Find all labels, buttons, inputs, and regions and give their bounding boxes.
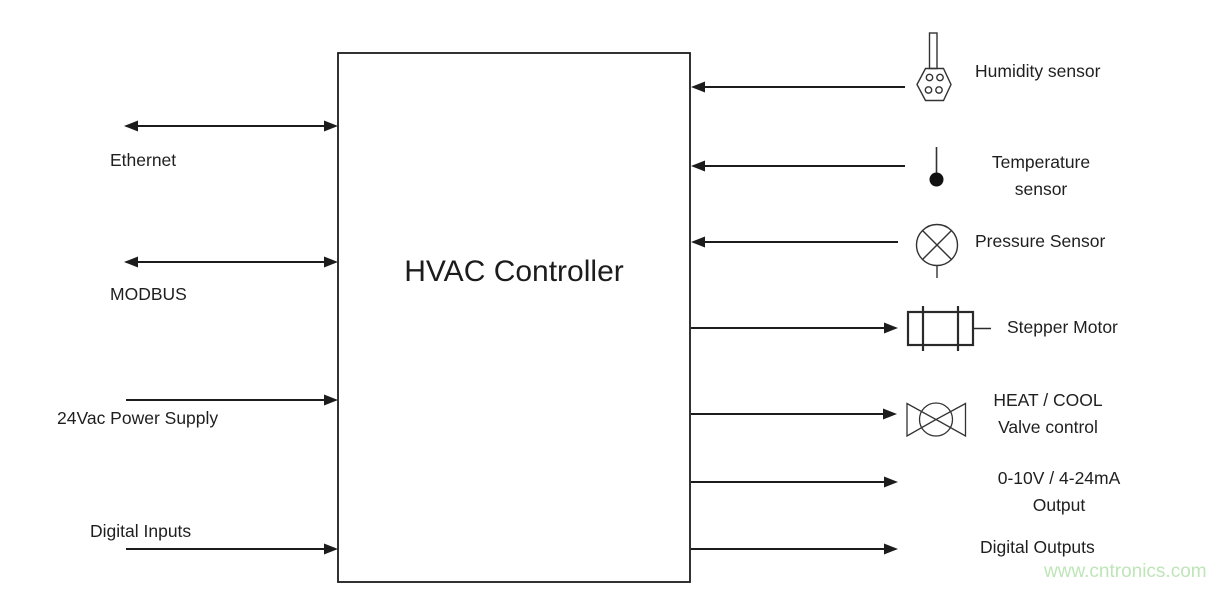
valve-icon bbox=[906, 402, 967, 438]
pressure-arrowhead bbox=[691, 236, 705, 248]
stepper-motor-label: Stepper Motor bbox=[1007, 317, 1118, 337]
valve-icon-circle bbox=[918, 402, 954, 437]
digital-inputs-arrowhead bbox=[324, 543, 338, 555]
temperature-sensor-arrow bbox=[691, 160, 905, 172]
pressure-sensor-label: Pressure Sensor bbox=[975, 231, 1106, 251]
power-supply-arrowhead bbox=[324, 394, 338, 406]
humidity-icon-hexagon bbox=[916, 67, 952, 102]
valve-control-label: HEAT / COOL Valve control bbox=[973, 387, 1123, 440]
pressure-sensor-icon bbox=[915, 223, 959, 278]
valve-control-label-line2: Valve control bbox=[998, 416, 1098, 437]
digital-outputs-arrow bbox=[691, 543, 898, 555]
stepper-arrowhead bbox=[884, 322, 898, 334]
modbus-arrowhead-right bbox=[324, 256, 338, 268]
humidity-sensor-label: Humidity sensor bbox=[975, 61, 1101, 81]
digital-outputs-label: Digital Outputs bbox=[980, 537, 1095, 557]
digital-inputs-label: Digital Inputs bbox=[90, 521, 192, 541]
modbus-label: MODBUS bbox=[110, 284, 187, 304]
digital-outputs-arrowhead bbox=[884, 543, 898, 555]
humidity-icon-hole bbox=[936, 73, 944, 82]
humidity-sensor-icon bbox=[916, 32, 952, 102]
modbus-arrowhead-left bbox=[124, 256, 138, 268]
humidity-sensor-arrow bbox=[691, 81, 905, 93]
temperature-sensor-label: Temperature sensor bbox=[961, 149, 1121, 202]
controller-title: HVAC Controller bbox=[404, 255, 624, 288]
watermark: www.cntronics.com bbox=[1044, 561, 1207, 582]
ethernet-arrowhead-left bbox=[124, 120, 138, 132]
temperature-arrowhead bbox=[691, 160, 705, 172]
temperature-sensor-label-line2: sensor bbox=[1014, 178, 1068, 199]
modbus-arrow bbox=[124, 256, 338, 268]
humidity-arrowhead bbox=[691, 81, 705, 93]
temperature-sensor-icon bbox=[929, 147, 944, 187]
valve-icon-right-triangle bbox=[934, 402, 967, 438]
power-supply-arrow bbox=[126, 394, 338, 406]
humidity-icon-stem bbox=[928, 32, 938, 70]
humidity-icon-hole bbox=[924, 86, 933, 94]
temperature-icon-bulb bbox=[929, 172, 944, 187]
power-supply-label: 24Vac Power Supply bbox=[57, 408, 219, 428]
humidity-icon-hole bbox=[935, 86, 943, 94]
ethernet-arrowhead-right bbox=[324, 120, 338, 132]
ethernet-arrow bbox=[124, 120, 338, 132]
pressure-sensor-arrow bbox=[691, 236, 898, 248]
valve-arrowhead bbox=[883, 408, 897, 420]
pressure-icon-cross-line bbox=[922, 230, 952, 260]
hvac-controller-box bbox=[337, 52, 691, 583]
analog-output-arrowhead bbox=[884, 476, 898, 488]
stepper-motor-arrow bbox=[691, 322, 898, 334]
temperature-sensor-label-line1: Temperature bbox=[991, 152, 1091, 172]
analog-output-label-line2: Output bbox=[1032, 494, 1086, 515]
valve-control-arrow bbox=[691, 408, 897, 420]
analog-output-label-line1: 0-10V / 4-24mA bbox=[997, 468, 1121, 488]
stepper-icon-body bbox=[906, 310, 975, 347]
valve-control-label-line1: HEAT / COOL bbox=[993, 390, 1103, 410]
stepper-motor-icon bbox=[906, 306, 991, 351]
humidity-icon-hole bbox=[925, 73, 934, 82]
analog-output-label: 0-10V / 4-24mA Output bbox=[959, 465, 1159, 518]
analog-output-arrow bbox=[691, 476, 898, 488]
ethernet-label: Ethernet bbox=[110, 150, 177, 170]
digital-inputs-arrow bbox=[126, 543, 338, 555]
valve-icon-left-triangle bbox=[906, 402, 938, 438]
